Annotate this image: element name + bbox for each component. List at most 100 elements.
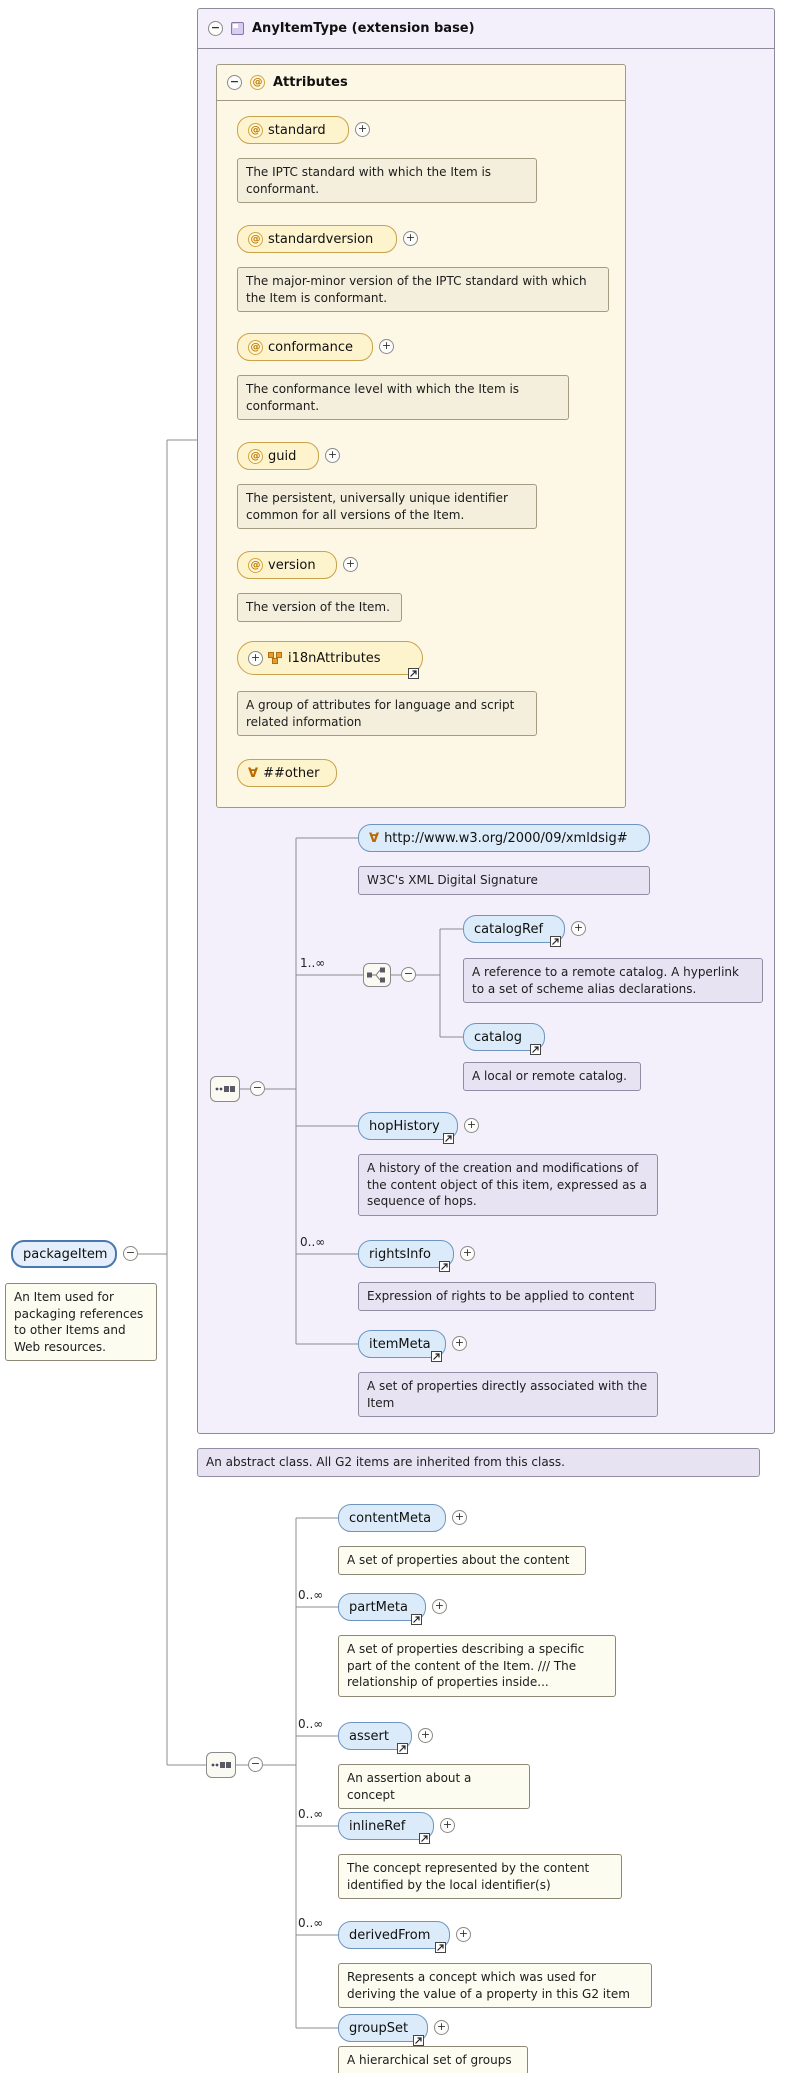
- attribute-group-i18nattributes[interactable]: + i18nAttributes: [237, 641, 423, 679]
- annotation-derivedfrom: Represents a concept which was used for …: [338, 1963, 652, 2009]
- collapse-icon[interactable]: −: [227, 75, 242, 90]
- element-inlineref[interactable]: inlineRef: [338, 1812, 434, 1844]
- element-rightsinfo[interactable]: rightsInfo: [358, 1240, 454, 1272]
- element-name: packageItem: [23, 1246, 108, 1262]
- annotation-anyitemtype: An abstract class. All G2 items are inhe…: [197, 1448, 760, 1477]
- element-assert[interactable]: assert: [338, 1722, 412, 1754]
- attributes-title: Attributes: [273, 75, 348, 90]
- reference-arrow-icon: [435, 1942, 446, 1953]
- element-name: hopHistory: [369, 1118, 440, 1134]
- expand-button[interactable]: +: [355, 122, 370, 137]
- reference-arrow-icon: [419, 1833, 430, 1844]
- attribute-icon: @: [250, 75, 265, 90]
- attribute-icon: @: [248, 339, 263, 355]
- collapse-button[interactable]: −: [248, 1757, 263, 1772]
- element-name: derivedFrom: [349, 1927, 431, 1943]
- wildcard-icon: ∀: [248, 765, 259, 781]
- expand-button[interactable]: +: [418, 1728, 433, 1743]
- expand-button[interactable]: +: [403, 231, 418, 246]
- reference-arrow-icon: [443, 1133, 454, 1144]
- element-name: itemMeta: [369, 1336, 431, 1352]
- sequence-compositor[interactable]: [210, 1076, 240, 1102]
- complex-type-icon: [231, 22, 244, 35]
- annotation-standardversion: The major-minor version of the IPTC stan…: [237, 267, 609, 313]
- reference-arrow-icon: [413, 2035, 424, 2046]
- attribute-standardversion[interactable]: @ standardversion: [237, 225, 397, 253]
- attribute-version[interactable]: @ version: [237, 551, 337, 579]
- sequence-compositor[interactable]: [206, 1752, 236, 1778]
- cardinality-label: 0..∞: [298, 1807, 324, 1821]
- element-name: inlineRef: [349, 1818, 406, 1834]
- attribute-icon: @: [248, 231, 263, 247]
- expand-button[interactable]: +: [452, 1336, 467, 1351]
- attribute-conformance[interactable]: @ conformance: [237, 333, 373, 361]
- expand-button[interactable]: +: [456, 1927, 471, 1942]
- annotation-assert: An assertion about a concept: [338, 1764, 530, 1810]
- reference-arrow-icon: [431, 1351, 442, 1362]
- element-groupset[interactable]: groupSet: [338, 2014, 428, 2046]
- annotation-inlineref: The concept represented by the content i…: [338, 1854, 622, 1900]
- element-itemmeta[interactable]: itemMeta: [358, 1330, 446, 1362]
- annotation-contentmeta: A set of properties about the content: [338, 1546, 586, 1575]
- expand-button[interactable]: +: [434, 2020, 449, 2035]
- element-name: groupSet: [349, 2020, 409, 2036]
- reference-arrow-icon: [408, 668, 419, 679]
- annotation-catalog: A local or remote catalog.: [463, 1062, 641, 1091]
- element-name: http://www.w3.org/2000/09/xmldsig#: [384, 830, 628, 846]
- attribute-group-icon: [268, 651, 283, 665]
- expand-icon[interactable]: +: [248, 650, 263, 666]
- collapse-button[interactable]: −: [250, 1081, 265, 1096]
- attribute-name: conformance: [268, 339, 354, 355]
- reference-arrow-icon: [550, 936, 561, 947]
- attribute-standard[interactable]: @ standard: [237, 116, 349, 144]
- expand-button[interactable]: +: [379, 339, 394, 354]
- anyitemtype-title: AnyItemType (extension base): [252, 21, 475, 36]
- annotation-groupset: A hierarchical set of groups: [338, 2046, 528, 2073]
- collapse-icon[interactable]: −: [208, 21, 223, 36]
- cardinality-label: 0..∞: [300, 1235, 326, 1249]
- attribute-group-name: i18nAttributes: [288, 650, 381, 666]
- element-hophistory[interactable]: hopHistory: [358, 1112, 458, 1144]
- attribute-wildcard-other[interactable]: ∀ ##other: [237, 759, 337, 787]
- element-partmeta[interactable]: partMeta: [338, 1593, 426, 1625]
- collapse-button[interactable]: −: [401, 967, 416, 982]
- reference-arrow-icon: [439, 1261, 450, 1272]
- expand-button[interactable]: +: [325, 448, 340, 463]
- expand-button[interactable]: +: [460, 1246, 475, 1261]
- attribute-name: standardversion: [268, 231, 374, 247]
- attribute-guid[interactable]: @ guid: [237, 442, 319, 470]
- element-packageitem[interactable]: packageItem: [11, 1240, 117, 1268]
- expand-button[interactable]: +: [464, 1118, 479, 1133]
- element-catalog[interactable]: catalog: [463, 1023, 545, 1055]
- element-wildcard-xmldsig[interactable]: ∀ http://www.w3.org/2000/09/xmldsig#: [358, 824, 650, 852]
- anyitemtype-header: − AnyItemType (extension base): [198, 9, 774, 49]
- element-name: catalog: [474, 1029, 522, 1045]
- attribute-name: standard: [268, 122, 326, 138]
- element-name: catalogRef: [474, 921, 544, 937]
- annotation-xmldsig: W3C's XML Digital Signature: [358, 866, 650, 895]
- attribute-name: guid: [268, 448, 297, 464]
- cardinality-label: 0..∞: [298, 1588, 324, 1602]
- collapse-button[interactable]: −: [123, 1246, 138, 1261]
- annotation-standard: The IPTC standard with which the Item is…: [237, 158, 537, 204]
- attribute-name: ##other: [263, 765, 320, 781]
- cardinality-label: 0..∞: [298, 1717, 324, 1731]
- expand-button[interactable]: +: [571, 921, 586, 936]
- attributes-header: − @ Attributes: [217, 65, 625, 101]
- element-contentmeta[interactable]: contentMeta: [338, 1504, 446, 1532]
- annotation-packageitem: An Item used for packaging references to…: [5, 1283, 157, 1362]
- expand-button[interactable]: +: [452, 1510, 467, 1525]
- element-name: rightsInfo: [369, 1246, 431, 1262]
- reference-arrow-icon: [397, 1743, 408, 1754]
- choice-compositor[interactable]: [363, 963, 391, 987]
- element-name: partMeta: [349, 1599, 408, 1615]
- annotation-guid: The persistent, universally unique ident…: [237, 484, 537, 530]
- element-catalogref[interactable]: catalogRef: [463, 915, 565, 947]
- expand-button[interactable]: +: [432, 1599, 447, 1614]
- annotation-catalogref: A reference to a remote catalog. A hyper…: [463, 958, 763, 1004]
- reference-arrow-icon: [411, 1614, 422, 1625]
- element-derivedfrom[interactable]: derivedFrom: [338, 1921, 450, 1953]
- expand-button[interactable]: +: [440, 1818, 455, 1833]
- expand-button[interactable]: +: [343, 557, 358, 572]
